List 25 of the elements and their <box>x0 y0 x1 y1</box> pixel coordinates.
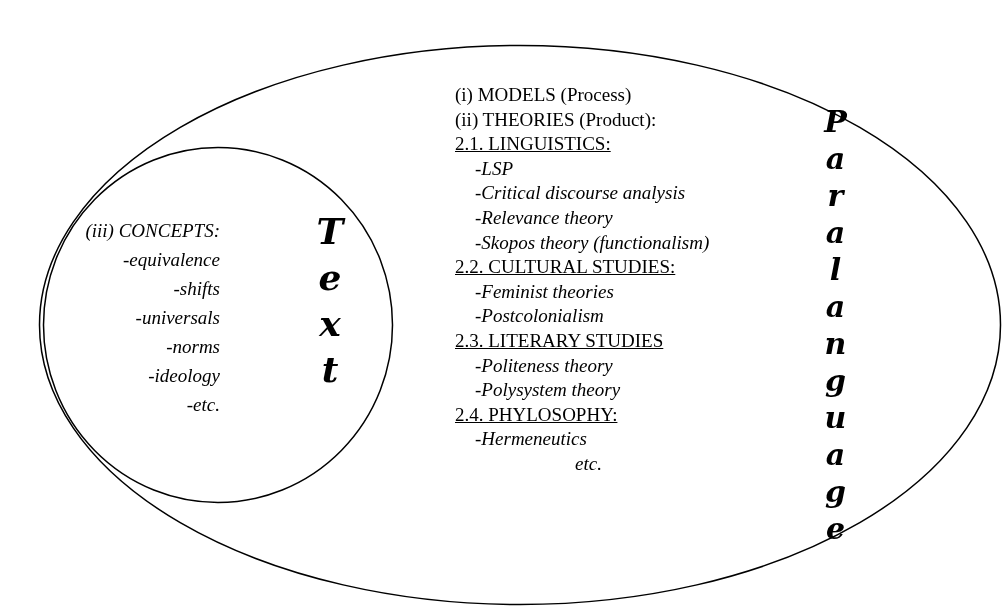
list-item: -universals <box>135 307 220 329</box>
list-item: -Polysystem theory <box>475 379 621 402</box>
vertical-word: Paralanguage <box>820 104 850 548</box>
list-item: -Postcolonialism <box>475 305 604 328</box>
list-item: -Feminist theories <box>475 280 614 303</box>
list-item: -Hermeneutics <box>475 428 587 451</box>
list-item: -LSP <box>475 157 513 180</box>
vertical-word: Text <box>312 210 348 394</box>
list-item: -norms <box>166 336 220 358</box>
list-item: -Critical discourse analysis <box>475 182 686 205</box>
list-heading: (iii) CONCEPTS: <box>85 220 220 242</box>
list-item: etc. <box>575 453 602 475</box>
list-heading: 2.1. LINGUISTICS: <box>455 133 611 156</box>
list-item: -Relevance theory <box>475 207 613 229</box>
list-heading: (i) MODELS (Process) <box>455 84 632 106</box>
list-item: -ideology <box>148 365 220 387</box>
list-heading: 2.2. CULTURAL STUDIES: <box>455 256 676 279</box>
list-heading: 2.4. PHYLOSOPHY: <box>455 403 618 426</box>
list-item: -etc. <box>186 394 220 416</box>
list-item: -shifts <box>173 278 220 300</box>
list-heading: 2.3. LITERARY STUDIES <box>455 330 664 352</box>
list-item: -Politeness theory <box>475 354 613 377</box>
list-item: -equivalence <box>122 249 220 271</box>
list-heading: (ii) THEORIES (Product): <box>455 108 657 131</box>
list-item: -Skopos theory (functionalism) <box>475 231 710 254</box>
